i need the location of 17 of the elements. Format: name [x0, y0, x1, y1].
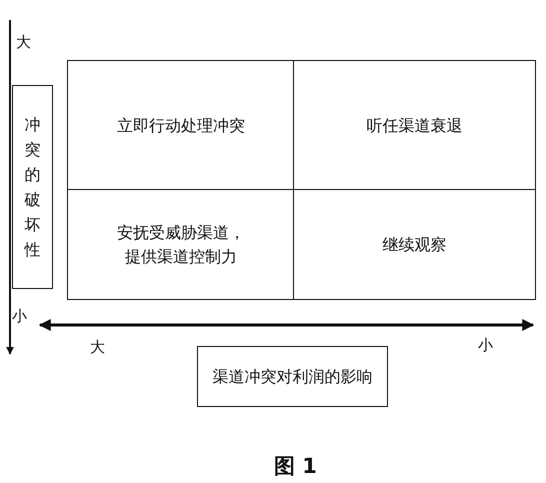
axis-title: 渠道冲突对利润的影响	[212, 366, 372, 388]
scale-label: 大	[16, 34, 31, 51]
quadrant-panel	[293, 189, 536, 300]
figure-caption: 图 1	[274, 454, 317, 478]
quadrant-panel	[293, 60, 536, 191]
axis-title-box	[197, 346, 388, 407]
strategy-label: 安抚受威胁渠道，提供渠道控制力	[116, 222, 246, 268]
strategy-label: 立即行动处理冲突	[117, 114, 245, 136]
scale-label: 大	[90, 339, 105, 356]
axis-title-box	[12, 85, 53, 289]
quadrant-panel	[67, 60, 295, 191]
quadrant-panel	[67, 189, 295, 300]
strategy-label: 听任渠道衰退	[366, 114, 462, 136]
axis-title: 冲突的破坏性	[24, 114, 40, 261]
scale-label: 小	[12, 308, 27, 325]
scale-label: 小	[478, 337, 493, 354]
strategy-label: 继续观察	[382, 234, 446, 256]
